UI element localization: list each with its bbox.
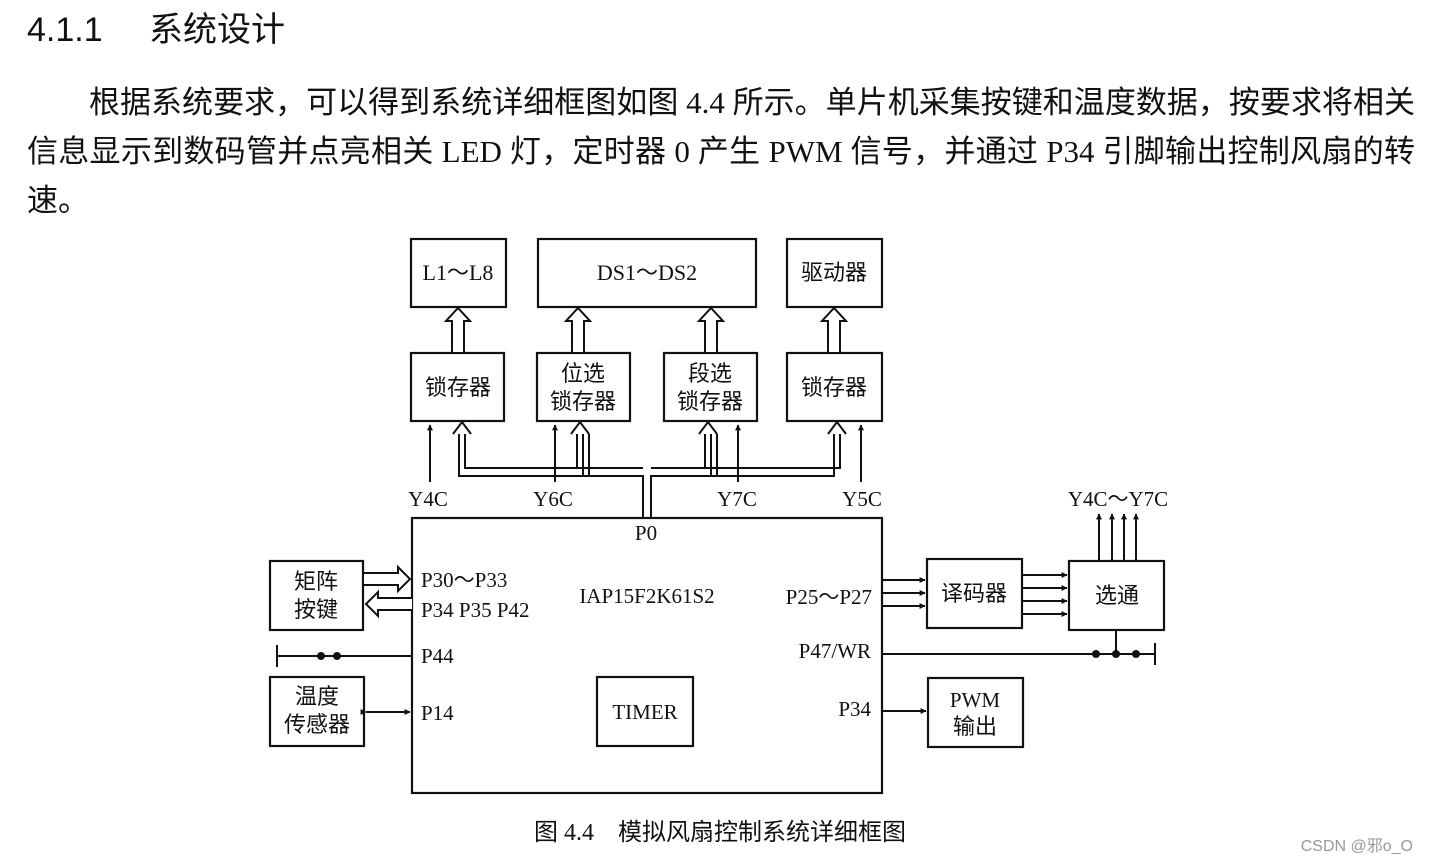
port-p44-label: P44 [421,644,454,668]
y7c-label: Y7C [717,487,757,511]
gating-label: 选通 [1095,583,1139,608]
p47-junction-dots [1092,650,1140,658]
watermark: CSDN @邪o_O [1300,838,1413,855]
pwm-output-box [926,676,1025,749]
decoder-output-arrows [1022,572,1068,617]
port-p34-p35-p42-label: P34 P35 P42 [421,598,530,622]
segment-select-latch-box [662,351,759,423]
figure-caption: 图 4.4 模拟风扇控制系统详细框图 [534,819,906,846]
keypad-box [268,559,365,632]
section-title: 系统设计 [149,11,285,49]
y6c-label: Y6C [533,487,573,511]
temp-sensor-label-2: 传感器 [284,712,350,737]
timer-box [595,675,695,748]
gating-box [1067,559,1166,632]
gating-output-arrows [1096,513,1139,560]
port-p0-label: P0 [635,521,657,545]
decoder-input-arrows [882,577,926,609]
led-box [409,237,508,309]
port-p34-label: P34 [838,697,871,721]
seg-select-label-1: 段选 [688,361,732,386]
latch-left-label: 锁存器 [425,375,491,400]
keypad-bus-arrows [364,564,412,619]
digit-display-box [536,237,758,309]
p0-bus-arrowheads [452,420,847,435]
section-heading: 4.1.1 系统设计 [27,2,285,49]
timer-label: TIMER [612,700,677,724]
bit-select-latch-box [535,351,632,423]
pwm-label-2: 输出 [953,714,997,739]
section-number: 4.1.1 [27,11,103,49]
y5c-label: Y5C [842,487,882,511]
port-p30-p33-label: P30～P33 [421,568,507,592]
latch-to-output-bus-arrows [443,306,849,352]
y4c-label: Y4C [408,487,448,511]
p0-data-bus [458,434,841,518]
body-paragraph: 根据系统要求，可以得到系统详细框图如图 4.4 所示。单片机采集按键和温度数据，… [27,85,1415,218]
p47-wr-line [882,631,1156,665]
temp-sensor-label-1: 温度 [295,684,339,709]
pwm-label-1: PWM [950,688,1001,712]
driver-label: 驱动器 [801,260,867,285]
port-p25-p27-label: P25～P27 [786,585,872,609]
latch-box-left [409,351,506,423]
p44-line [276,645,412,667]
port-p47-wr-label: P47/WR [799,639,871,663]
driver-box [785,237,884,309]
mcu-name-label: IAP15F2K61S2 [579,584,714,608]
p44-junction-dots [317,652,341,660]
seg-select-label-2: 锁存器 [677,389,743,414]
latch-right-label: 锁存器 [801,375,867,400]
y4c-y7c-label: Y4C～Y7C [1068,487,1168,511]
bit-select-label-2: 锁存器 [550,389,616,414]
digit-display-label: DS1～DS2 [597,260,697,285]
led-label: L1～L8 [423,260,494,285]
decoder-box [925,557,1024,630]
keypad-label-2: 按键 [294,597,338,622]
decoder-label: 译码器 [941,581,1007,606]
select-signal-arrows [427,424,864,482]
bit-select-label-1: 位选 [561,361,605,386]
keypad-label-1: 矩阵 [294,569,338,594]
latch-box-right [785,351,884,423]
port-p14-label: P14 [421,701,454,725]
